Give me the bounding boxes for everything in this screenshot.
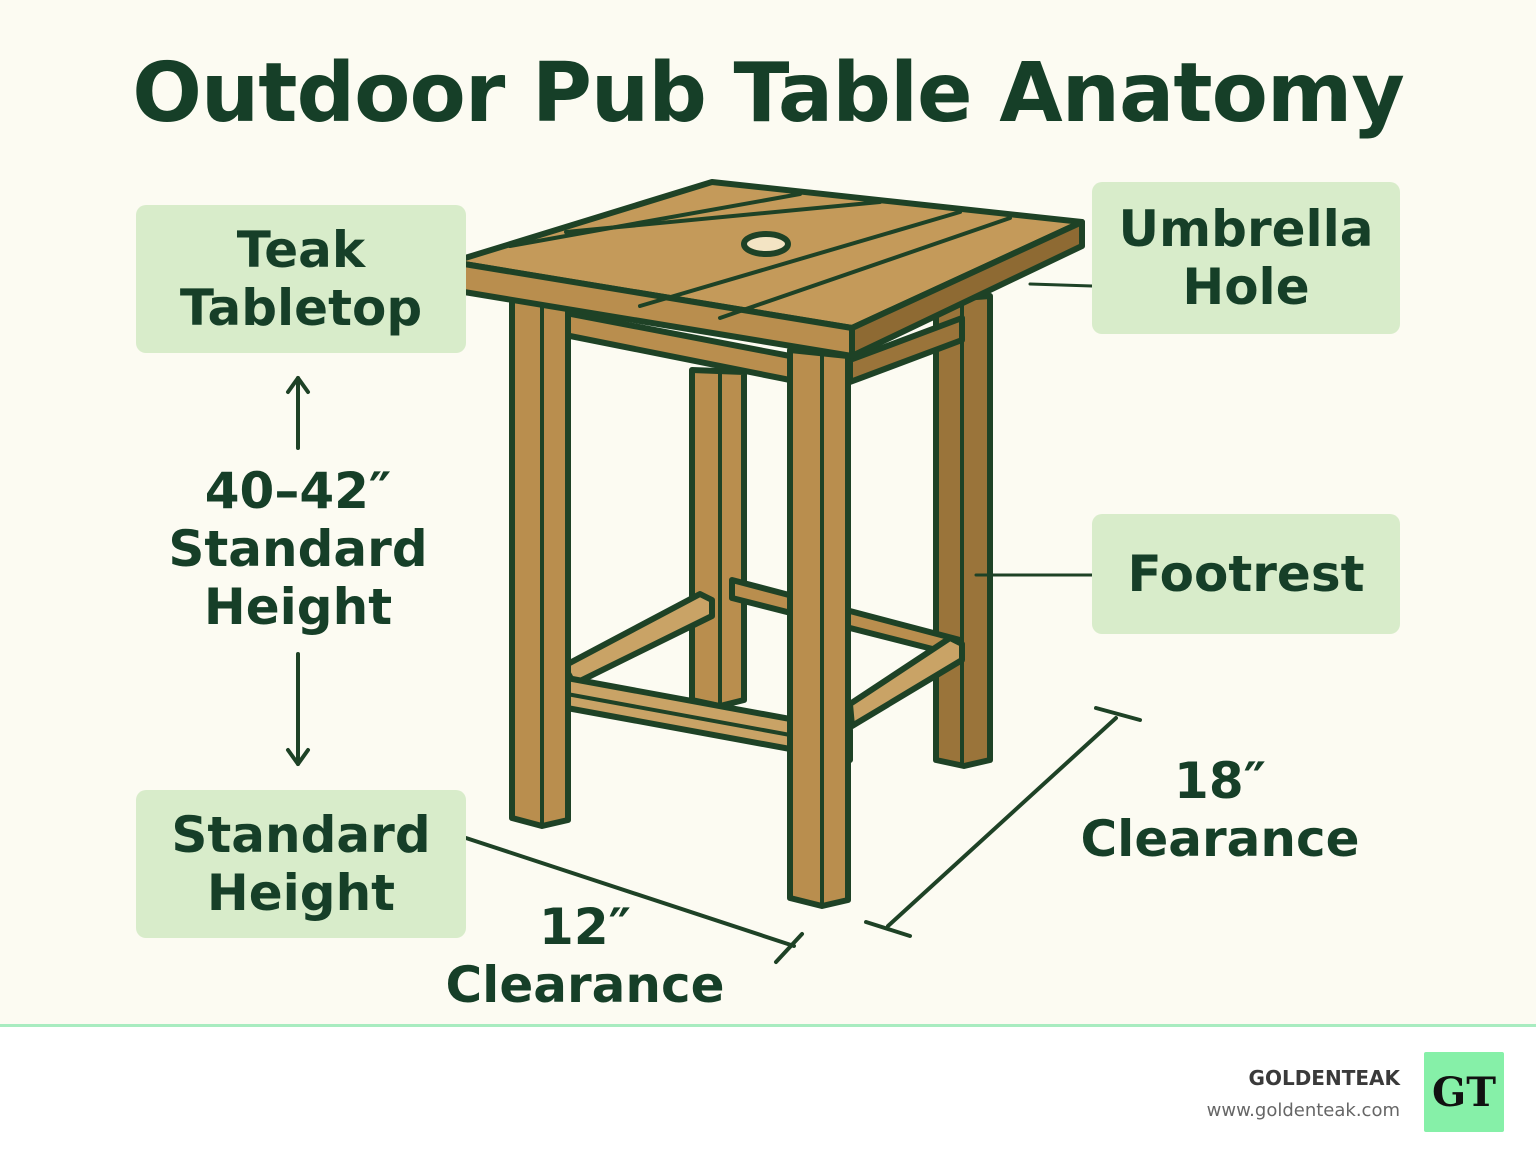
height-arrow-up — [286, 376, 310, 450]
umbrella-hole-label: Umbrella Hole — [1092, 182, 1400, 334]
footrest-text: Footrest — [1127, 545, 1365, 603]
clearance-18-label: 18″ Clearance — [1080, 752, 1360, 868]
teak-tabletop-text: Teak Tabletop — [179, 221, 423, 337]
umbrella-hole-text: Umbrella Hole — [1118, 200, 1374, 316]
brand-logo: GT — [1424, 1052, 1504, 1132]
brand-name: GOLDENTEAK — [1248, 1066, 1400, 1090]
page-title: Outdoor Pub Table Anatomy — [132, 46, 1405, 141]
back-left-leg — [689, 367, 747, 709]
clearance-12-label: 12″ Clearance — [445, 898, 725, 1014]
height-range-label: 40–42″ Standard Height — [168, 462, 428, 636]
standard-height-text: Standard Height — [171, 806, 431, 922]
footer — [0, 1027, 1536, 1154]
clearance-18-dimension — [864, 706, 1142, 938]
back-right-leg — [933, 293, 993, 769]
footrest-rails — [553, 577, 965, 763]
umbrella-hole-shape — [741, 231, 791, 257]
front-right-leg — [787, 347, 851, 909]
height-arrow-down — [286, 652, 310, 766]
pub-table-illustration — [286, 179, 1142, 964]
umbrella-callout-line — [1028, 282, 1094, 288]
standard-height-label: Standard Height — [136, 790, 466, 938]
footer-divider — [0, 1024, 1536, 1027]
footrest-label: Footrest — [1092, 514, 1400, 634]
teak-tabletop-label: Teak Tabletop — [136, 205, 466, 353]
clearance-12-dimension — [464, 836, 804, 964]
brand-url[interactable]: www.goldenteak.com — [1206, 1100, 1400, 1121]
front-left-leg — [509, 295, 571, 829]
